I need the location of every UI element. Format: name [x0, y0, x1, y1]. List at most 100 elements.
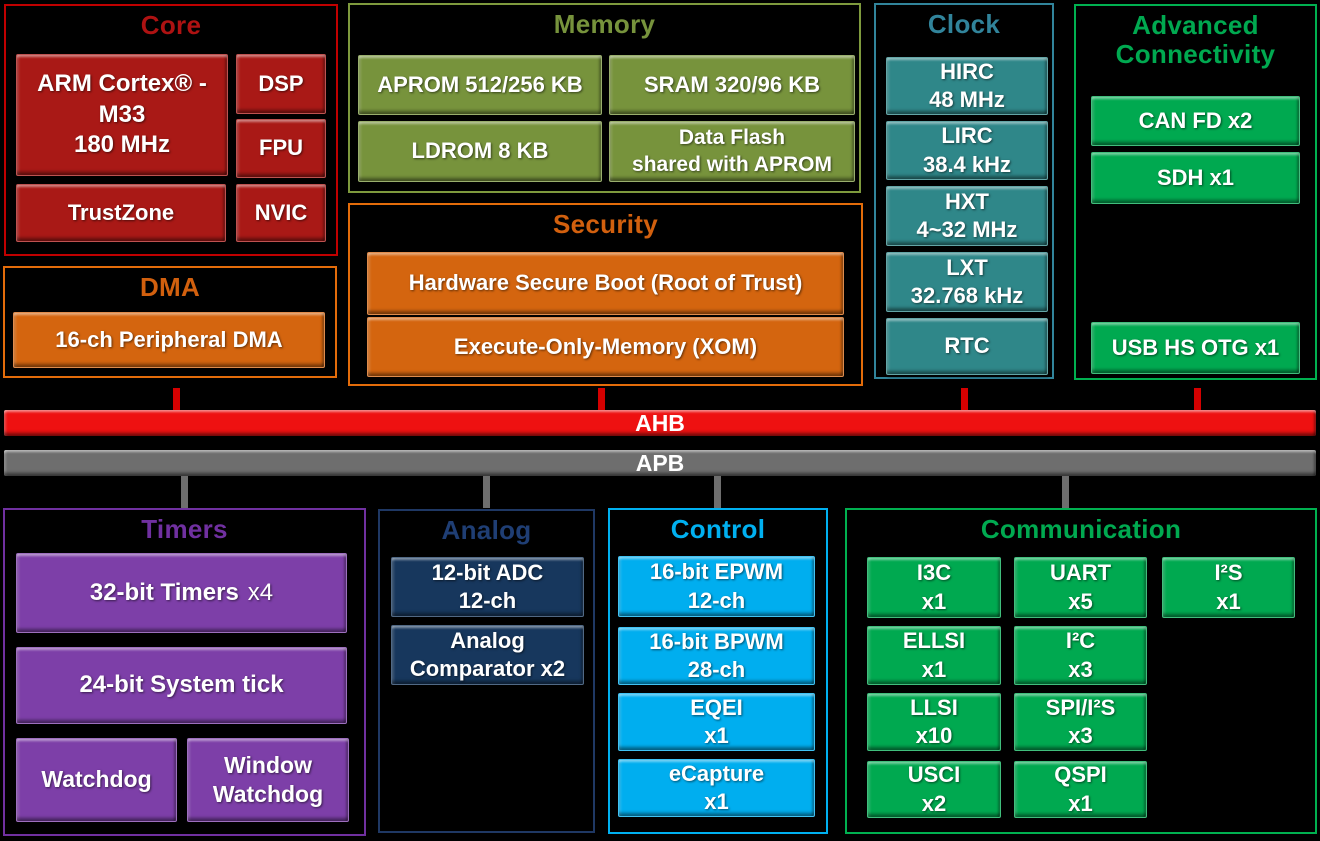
block-line: Hardware Secure Boot (Root of Trust) — [408, 270, 803, 296]
connector-security-ahb — [598, 388, 605, 410]
section-security-title: Security — [552, 209, 658, 239]
block-uart: UART x5 — [1014, 557, 1147, 618]
block-watchdog: Watchdog — [16, 738, 177, 822]
block-text: 32-bit Timers — [89, 578, 239, 606]
block-line: ARM Cortex® - — [37, 69, 207, 97]
block-line: 48 MHz — [929, 87, 1005, 112]
block-analog-comparator: Analog Comparator x2 — [391, 625, 584, 685]
block-epwm: 16-bit EPWM 12-ch — [618, 556, 815, 617]
block-lirc: LIRC 38.4 kHz — [886, 121, 1048, 180]
block-line: LXT — [946, 254, 988, 280]
block-line: I3C — [916, 560, 952, 586]
block-line: Comparator x2 — [409, 656, 566, 681]
block-line: x1 — [1216, 588, 1241, 614]
block-line: SDH x1 — [1156, 164, 1235, 190]
section-communication: Communication I3C x1 UART x5 I²S x1 ELLS… — [845, 508, 1317, 834]
block-line: TrustZone — [67, 199, 175, 225]
section-control-title: Control — [670, 514, 766, 544]
block-hirc: HIRC 48 MHz — [886, 57, 1048, 115]
block-line: x1 — [704, 789, 729, 814]
section-analog-title: Analog — [441, 515, 532, 545]
title-line: Advanced — [1132, 10, 1259, 40]
block-line: EQEI — [690, 694, 743, 720]
block-i2s: I²S x1 — [1162, 557, 1295, 618]
block-line: Data Flash — [678, 125, 786, 149]
section-communication-title: Communication — [980, 514, 1182, 544]
block-aprom: APROM 512/256 KB — [358, 55, 602, 115]
block-line: M33 — [98, 100, 146, 128]
block-line: Execute-Only-Memory (XOM) — [453, 333, 758, 359]
block-line: QSPI — [1054, 762, 1107, 788]
block-line: 4~32 MHz — [916, 217, 1018, 242]
block-eqei: EQEI x1 — [618, 693, 815, 751]
section-timers: Timers 32-bit Timers x4 24-bit System tic… — [3, 508, 366, 836]
connector-apb-control — [714, 476, 721, 508]
block-line: Analog — [450, 627, 525, 653]
block-line: LDROM 8 KB — [411, 138, 549, 164]
block-nvic: NVIC — [236, 184, 326, 242]
block-arm-cortex-m33: ARM Cortex® - M33 180 MHz — [16, 54, 228, 176]
block-spi-i2s: SPI/I²S x3 — [1014, 693, 1147, 751]
section-timers-title: Timers — [141, 514, 228, 544]
block-ldrom: LDROM 8 KB — [358, 121, 602, 182]
connector-adv-connectivity-ahb — [1194, 388, 1201, 410]
block-ecapture: eCapture x1 — [618, 759, 815, 817]
block-line: SRAM 320/96 KB — [643, 71, 821, 97]
apb-bus-label: APB — [635, 449, 685, 476]
block-line: Window — [224, 751, 312, 778]
block-line: x10 — [915, 723, 953, 748]
block-line: 16-bit EPWM — [649, 559, 784, 585]
block-usci: USCI x2 — [867, 761, 1001, 818]
block-line: x2 — [921, 790, 947, 816]
block-line: x1 — [921, 588, 947, 614]
block-line: x3 — [1068, 656, 1093, 682]
section-analog: Analog 12-bit ADC 12-ch Analog Comparato… — [378, 509, 595, 833]
block-sram: SRAM 320/96 KB — [609, 55, 855, 115]
ahb-bus: AHB — [4, 410, 1316, 436]
block-lxt: LXT 32.768 kHz — [886, 252, 1048, 312]
block-line: I²S — [1214, 560, 1243, 586]
section-control: Control 16-bit EPWM 12-ch 16-bit BPWM 28… — [608, 508, 828, 834]
section-core: Core ARM Cortex® - M33 180 MHz DSP FPU T… — [4, 4, 338, 256]
block-count: x4 — [247, 578, 274, 606]
block-line: 12-ch — [458, 588, 517, 613]
connector-dma-ahb — [173, 388, 180, 410]
block-line: Watchdog — [41, 766, 152, 793]
block-line: HXT — [945, 188, 989, 214]
section-memory: Memory APROM 512/256 KB SRAM 320/96 KB L… — [348, 3, 861, 193]
block-line: 38.4 kHz — [922, 151, 1012, 177]
block-sdh: SDH x1 — [1091, 152, 1300, 204]
apb-bus: APB — [4, 450, 1316, 476]
block-line: SPI/I²S — [1045, 694, 1116, 720]
section-clock: Clock HIRC 48 MHz LIRC 38.4 kHz HXT 4~32… — [874, 3, 1054, 379]
block-line: 16-bit BPWM — [649, 628, 784, 654]
block-line: 24-bit System tick — [79, 671, 284, 699]
section-clock-title: Clock — [927, 9, 1001, 39]
connector-clock-ahb — [961, 388, 968, 410]
connector-apb-analog — [483, 476, 490, 508]
block-line: 32.768 kHz — [910, 283, 1024, 308]
block-llsi: LLSI x10 — [867, 693, 1001, 751]
connector-apb-communication — [1062, 476, 1069, 508]
block-line: x1 — [1068, 790, 1093, 816]
block-can-fd: CAN FD x2 — [1091, 96, 1300, 146]
block-trustzone: TrustZone — [16, 184, 226, 242]
section-dma-title: DMA — [139, 272, 201, 302]
block-window-watchdog: Window Watchdog — [187, 738, 349, 822]
block-line: x5 — [1068, 588, 1093, 614]
block-line: ELLSI — [902, 628, 966, 654]
block-line: NVIC — [254, 199, 308, 225]
block-fpu: FPU — [236, 119, 326, 178]
block-peripheral-dma: 16-ch Peripheral DMA — [13, 312, 325, 368]
block-ellsi: ELLSI x1 — [867, 626, 1001, 685]
block-usb-hs-otg: USB HS OTG x1 — [1091, 322, 1300, 374]
block-line: 28-ch — [687, 657, 746, 682]
block-adc: 12-bit ADC 12-ch — [391, 557, 584, 617]
block-line: DSP — [258, 70, 304, 96]
block-line: eCapture — [668, 760, 765, 786]
block-systick: 24-bit System tick — [16, 647, 347, 724]
section-memory-title: Memory — [553, 9, 656, 39]
block-line: 16-ch Peripheral DMA — [55, 326, 283, 352]
block-line: I²C — [1065, 628, 1096, 654]
